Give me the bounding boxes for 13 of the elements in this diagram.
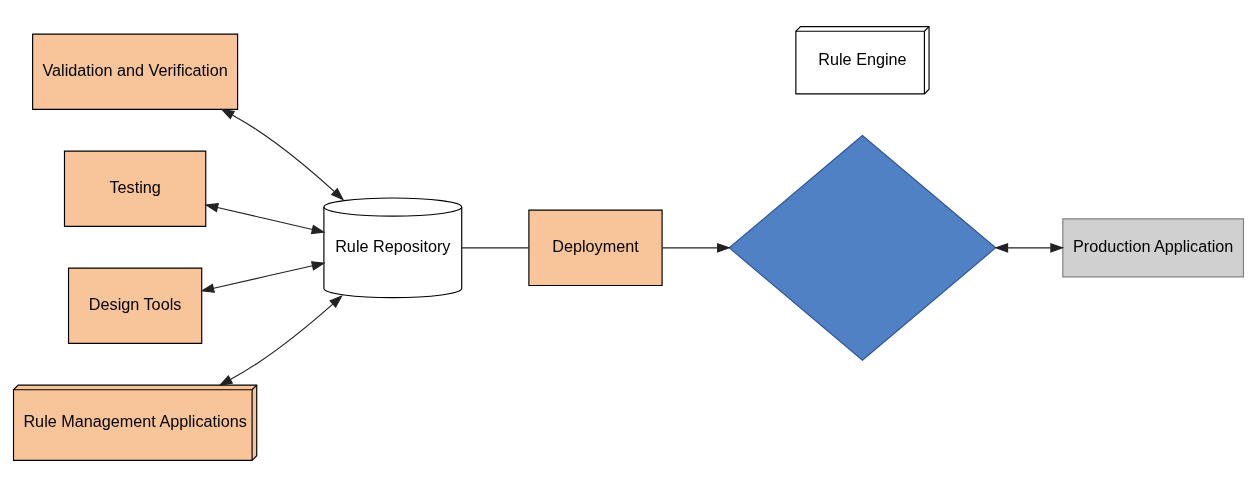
node-box: Production Application — [1062, 218, 1245, 278]
connector — [461, 247, 530, 249]
node-diamond — [728, 134, 997, 361]
arrow — [204, 202, 326, 235]
node-box: Testing — [63, 150, 207, 227]
node-box: Design Tools — [67, 267, 203, 344]
node-box: Deployment — [528, 209, 663, 287]
arrow — [220, 108, 345, 201]
arrow — [218, 295, 343, 386]
arrow — [661, 242, 731, 253]
node-box: Validation and Verification — [32, 33, 239, 110]
arrow — [200, 261, 326, 293]
arrow — [994, 242, 1065, 253]
